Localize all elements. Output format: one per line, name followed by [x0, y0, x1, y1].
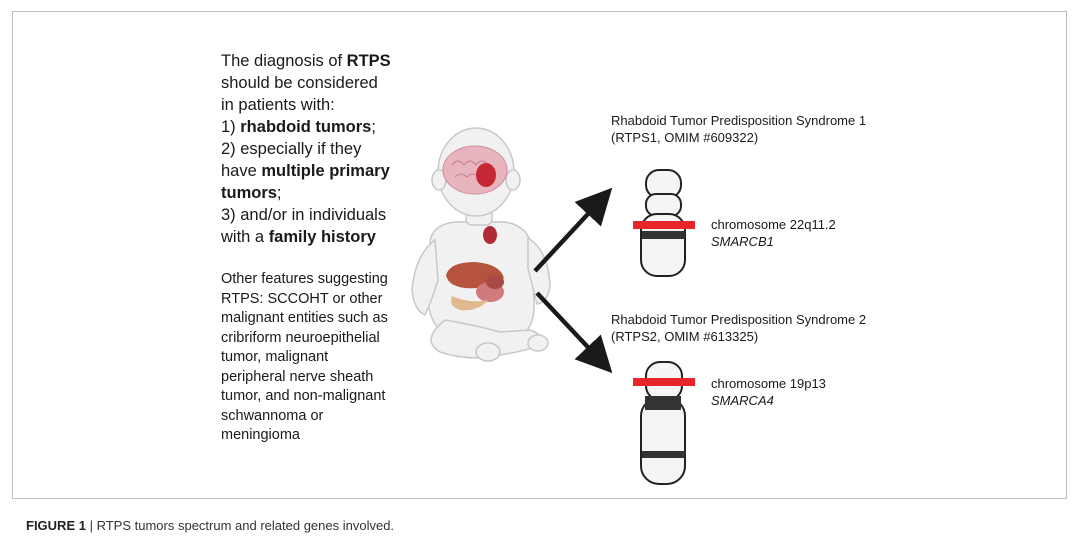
- other-features-text: Other features suggesting RTPS: SCCOHT o…: [221, 270, 411, 446]
- neck-tumor: [483, 226, 497, 244]
- syndrome2-label: Rhabdoid Tumor Predisposition Syndrome 2…: [611, 311, 866, 345]
- syndrome2-title: Rhabdoid Tumor Predisposition Syndrome 2: [611, 312, 867, 327]
- other-feature-line: Other features suggesting: [221, 271, 388, 287]
- chromosome19-label: chromosome 19p13 SMARCA4: [711, 375, 826, 409]
- figure-caption: FIGURE 1 | RTPS tumors spectrum and rela…: [26, 518, 394, 533]
- chromosome-19-dark-band: [645, 396, 681, 410]
- baby-legs: [430, 319, 542, 359]
- caption-text: RTPS tumors spectrum and related genes i…: [96, 518, 395, 533]
- brain-illustration: [442, 145, 508, 195]
- chromosome22-name: chromosome 22q11.2: [711, 217, 836, 232]
- syndrome1-subtitle: (RTPS1, OMIM #609322): [611, 130, 759, 145]
- syndrome1-label: Rhabdoid Tumor Predisposition Syndrome 1…: [611, 112, 866, 146]
- other-feature-line: tumor, and non-malignant: [221, 388, 386, 404]
- baby-left-arm: [411, 238, 439, 316]
- syndrome2-subtitle: (RTPS2, OMIM #613325): [611, 329, 759, 344]
- chromosome19-name: chromosome 19p13: [711, 376, 826, 391]
- arrow-to-rtps2: [535, 291, 613, 374]
- chromosome-19-marker: [633, 378, 695, 386]
- other-feature-line: meningioma: [221, 427, 300, 443]
- chromosome22-label: chromosome 22q11.2 SMARCB1: [711, 216, 836, 250]
- other-feature-line: malignant entities such as: [221, 310, 388, 326]
- baby-foot-right: [527, 334, 549, 352]
- other-feature-line: cribriform neuroepithelial: [221, 329, 380, 346]
- other-feature-line: schwannoma or: [221, 407, 324, 424]
- abdominal-organs: [446, 262, 504, 311]
- diagnosis-text: The diagnosis of RTPS should be consider…: [221, 52, 391, 246]
- gene-smarca4: SMARCA4: [711, 393, 774, 408]
- chromosome-22-marker: [633, 221, 695, 229]
- chromosome-19-band: [642, 451, 685, 458]
- other-feature-line: tumor, malignant: [221, 349, 329, 365]
- brain-tumor: [476, 163, 496, 187]
- other-feature-line: RTPS: SCCOHT or other: [221, 290, 383, 307]
- other-feature-line: peripheral nerve sheath: [221, 368, 374, 385]
- arrow-to-rtps1: [533, 187, 613, 273]
- syndrome1-title: Rhabdoid Tumor Predisposition Syndrome 1: [611, 113, 867, 128]
- caption-label: FIGURE 1: [26, 518, 86, 533]
- baby-ear-right: [505, 169, 521, 191]
- chromosome-22-band: [642, 231, 685, 239]
- caption-separator: |: [85, 518, 97, 533]
- figure-frame: [12, 11, 1067, 499]
- chromosome-22: [640, 169, 686, 277]
- gene-smarcb1: SMARCB1: [711, 234, 774, 249]
- baby-foot-left: [475, 342, 501, 362]
